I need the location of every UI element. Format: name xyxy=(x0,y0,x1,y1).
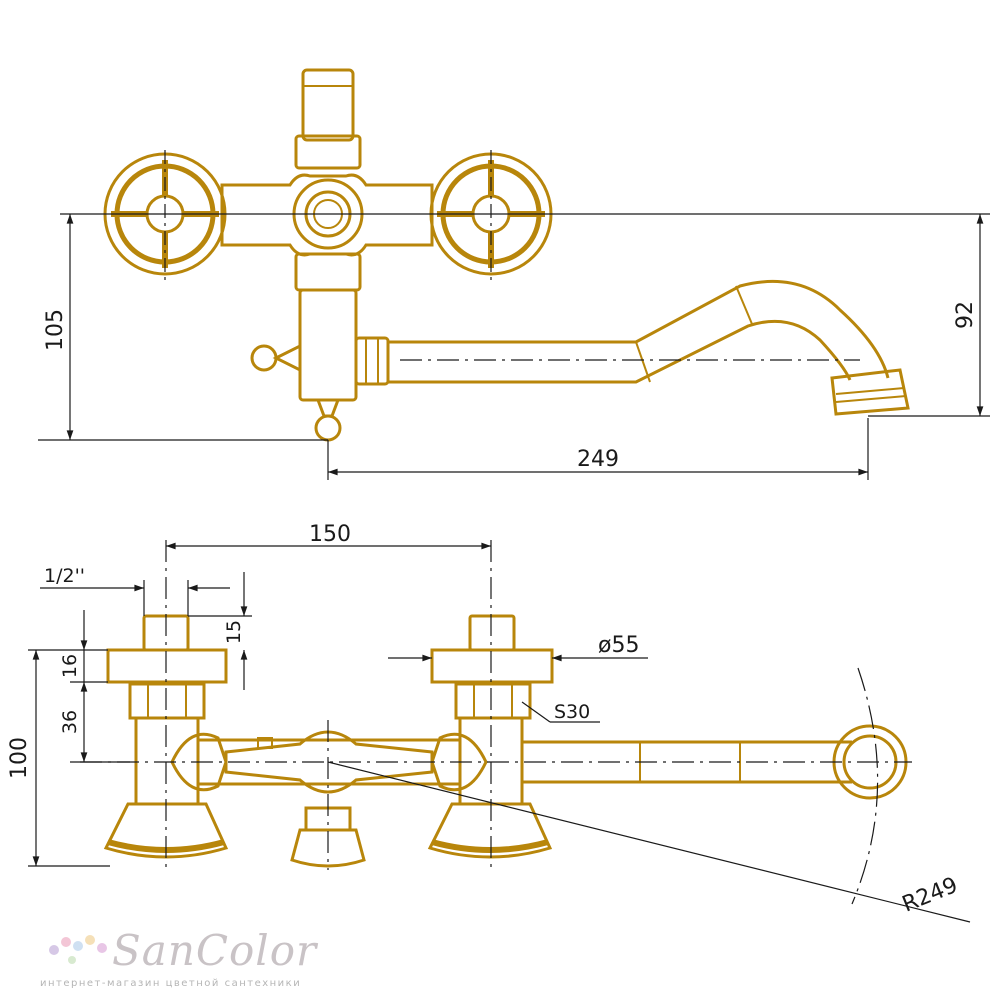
top-view xyxy=(103,68,910,442)
dim-36: 36 xyxy=(59,710,81,734)
dim-diameter: ø55 xyxy=(598,633,639,658)
dim-105: 105 xyxy=(43,309,68,351)
logo-tagline: интернет-магазин цветной сантехники xyxy=(40,978,302,989)
dim-s30: S30 xyxy=(554,701,590,723)
dim-15: 15 xyxy=(223,620,245,644)
dim-150: 150 xyxy=(309,522,351,547)
spout-top xyxy=(354,279,910,416)
front-view-dimensions xyxy=(28,540,971,923)
dim-thread: 1/2'' xyxy=(44,565,85,587)
dim-r249: R249 xyxy=(899,873,961,918)
diverter-knob xyxy=(250,343,342,442)
logo-name: SanColor xyxy=(112,926,318,975)
dim-16: 16 xyxy=(59,654,81,678)
logo-dots-icon xyxy=(49,935,107,964)
dim-92: 92 xyxy=(953,301,978,329)
front-view xyxy=(103,614,908,868)
dim-100: 100 xyxy=(7,737,32,779)
top-view-dimensions xyxy=(38,150,990,480)
shower-outlet xyxy=(294,68,362,170)
dim-249: 249 xyxy=(577,447,619,472)
